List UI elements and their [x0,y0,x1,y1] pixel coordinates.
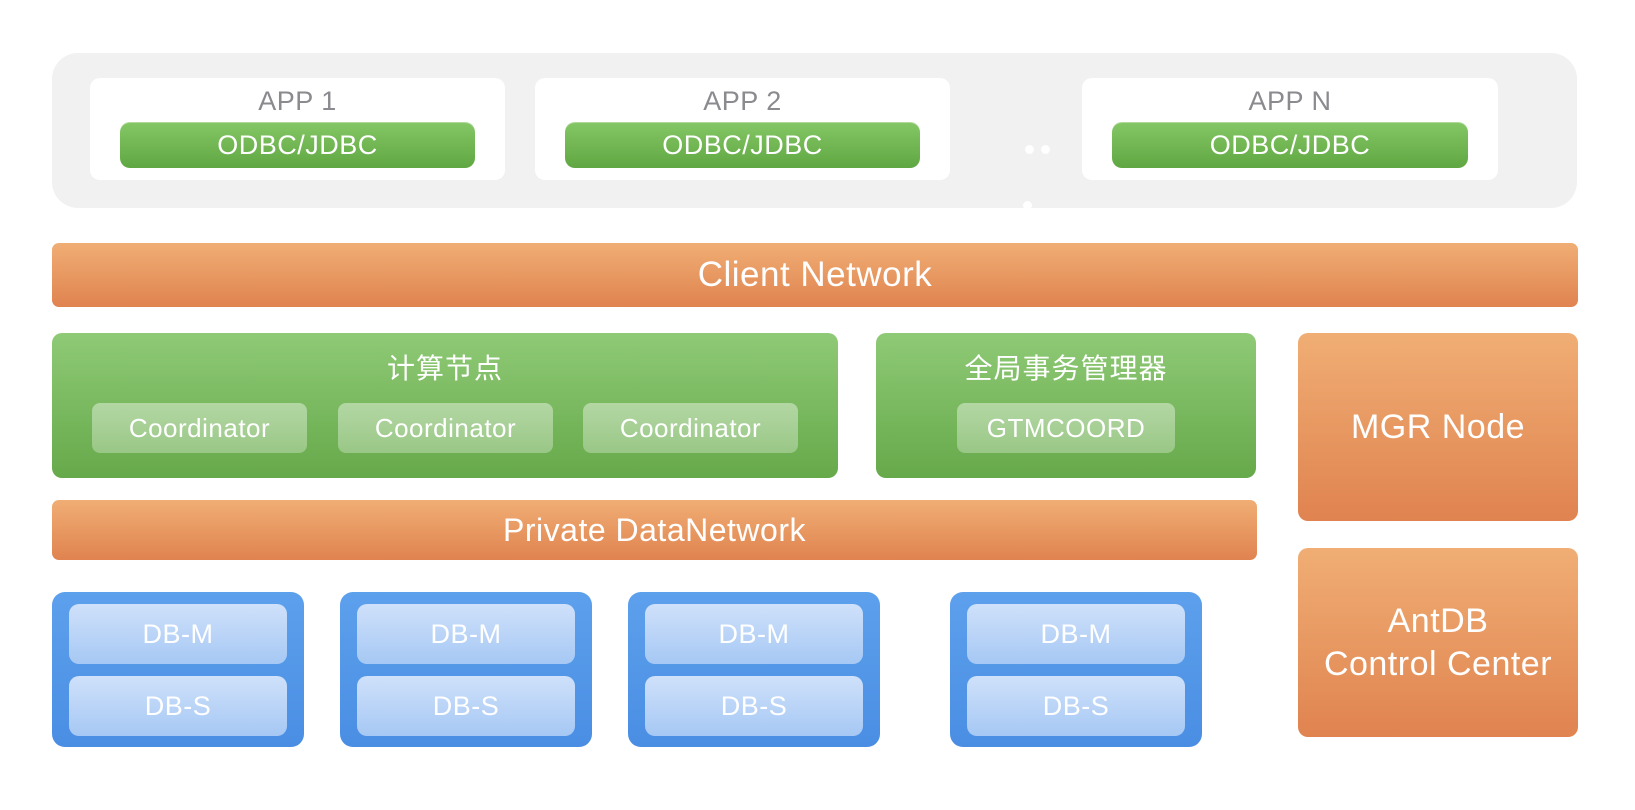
app-card-1: APP 1 ODBC/JDBC [90,78,505,180]
coordinator-node: Coordinator [92,403,307,453]
app-layer-container: APP 1 ODBC/JDBC APP 2 ODBC/JDBC APP N OD… [52,53,1577,210]
control-center-label-line2: Control Center [1323,644,1553,683]
coordinator-node: Coordinator [338,403,553,453]
db-standby-node: DB-S [967,676,1185,736]
compute-node-title: 计算节点 [386,353,503,384]
data-node-group-3: DB-M DB-S [628,592,880,747]
gtmcoord-node: GTMCOORD [957,403,1175,453]
control-center-label-line1: AntDB [1387,601,1489,640]
odbc-jdbc-connector: ODBC/JDBC [1112,122,1468,168]
client-network-bar: Client Network [52,243,1578,307]
db-master-node: DB-M [357,604,575,664]
odbc-jdbc-connector: ODBC/JDBC [120,122,475,168]
db-master-node: DB-M [69,604,287,664]
gtm-box: 全局事务管理器 GTMCOORD [876,333,1256,478]
antdb-control-center-box: AntDB Control Center [1298,548,1578,737]
data-node-group-2: DB-M DB-S [340,592,592,747]
app-title: APP 1 [258,86,337,116]
private-datanetwork-bar: Private DataNetwork [52,500,1257,560]
coordinator-node: Coordinator [583,403,798,453]
gtm-title: 全局事务管理器 [964,353,1168,384]
app-title: APP N [1248,86,1332,116]
db-standby-node: DB-S [645,676,863,736]
ellipsis-dot [1025,145,1034,154]
mgr-node-box: MGR Node [1298,333,1578,521]
ellipsis-dot [1023,201,1032,210]
data-node-group-4: DB-M DB-S [950,592,1202,747]
app-title: APP 2 [703,86,782,116]
odbc-jdbc-connector: ODBC/JDBC [565,122,920,168]
db-standby-node: DB-S [357,676,575,736]
compute-node-box: 计算节点 Coordinator Coordinator Coordinator [52,333,838,478]
db-master-node: DB-M [645,604,863,664]
app-card-n: APP N ODBC/JDBC [1082,78,1498,180]
app-card-2: APP 2 ODBC/JDBC [535,78,950,180]
data-node-group-1: DB-M DB-S [52,592,304,747]
db-master-node: DB-M [967,604,1185,664]
db-standby-node: DB-S [69,676,287,736]
ellipsis-dot [1041,145,1050,154]
